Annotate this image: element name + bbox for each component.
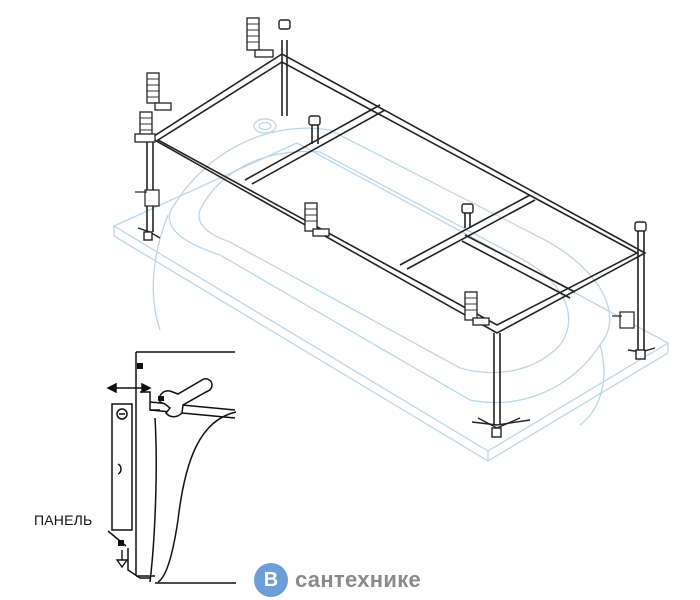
panel-label: ПАНЕЛЬ xyxy=(34,512,93,528)
frame-feet xyxy=(137,227,656,438)
bolt-icon xyxy=(278,19,647,232)
brand-name: сантехнике xyxy=(295,567,422,592)
down-arrow-icon xyxy=(115,550,129,569)
bolt-icon xyxy=(118,363,164,546)
steel-frame xyxy=(146,40,647,425)
detail-inset xyxy=(107,351,237,584)
double-arrow-icon xyxy=(106,382,152,394)
brand-badge: В xyxy=(254,563,288,597)
mounting-brackets xyxy=(134,17,490,326)
bathtub-outline xyxy=(112,118,670,462)
panel-clips xyxy=(135,189,635,329)
brand-logo: В сантехнике xyxy=(254,562,421,598)
wrench-icon xyxy=(158,378,213,418)
